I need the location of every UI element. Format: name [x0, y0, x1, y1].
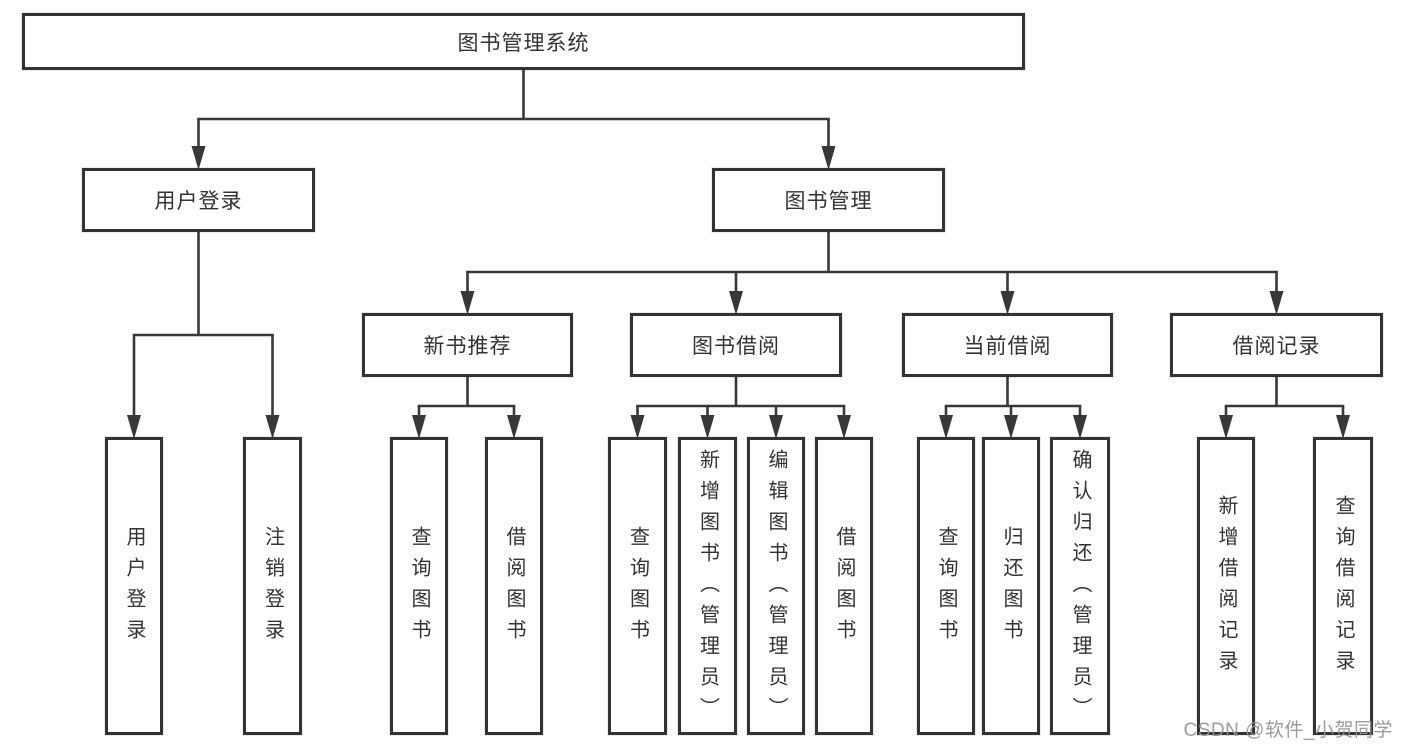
leaf-query-books-current: 查询图书: [917, 437, 975, 735]
leaf-query-books-borrowing: 查询图书: [608, 437, 667, 735]
node-user-login: 用户登录: [82, 168, 315, 232]
leaf-query-books-recommend: 查询图书: [390, 437, 448, 735]
watermark: CSDN @软件_小贺同学: [1183, 720, 1393, 741]
node-borrowing-records: 借阅记录: [1170, 313, 1383, 377]
node-current-borrowing: 当前借阅: [902, 313, 1113, 377]
leaf-add-borrow-record: 新增借阅记录: [1197, 437, 1255, 735]
node-book-management-system: 图书管理系统: [22, 13, 1025, 70]
leaf-logout: 注销登录: [243, 437, 302, 735]
node-book-borrowing: 图书借阅: [630, 313, 842, 377]
leaf-edit-book-admin: 编辑图书（管理员）: [747, 437, 805, 735]
leaf-add-book-admin: 新增图书（管理员）: [678, 437, 737, 735]
leaf-query-borrow-record: 查询借阅记录: [1313, 437, 1373, 735]
node-new-book-recommend: 新书推荐: [362, 313, 573, 377]
leaf-return-books: 归还图书: [982, 437, 1040, 735]
leaf-borrow-books-recommend: 借阅图书: [485, 437, 543, 735]
leaf-confirm-return-admin: 确认归还（管理员）: [1050, 437, 1110, 735]
leaf-borrow-books-borrowing: 借阅图书: [815, 437, 873, 735]
leaf-user-login: 用户登录: [105, 437, 163, 735]
node-book-management: 图书管理: [712, 168, 945, 232]
